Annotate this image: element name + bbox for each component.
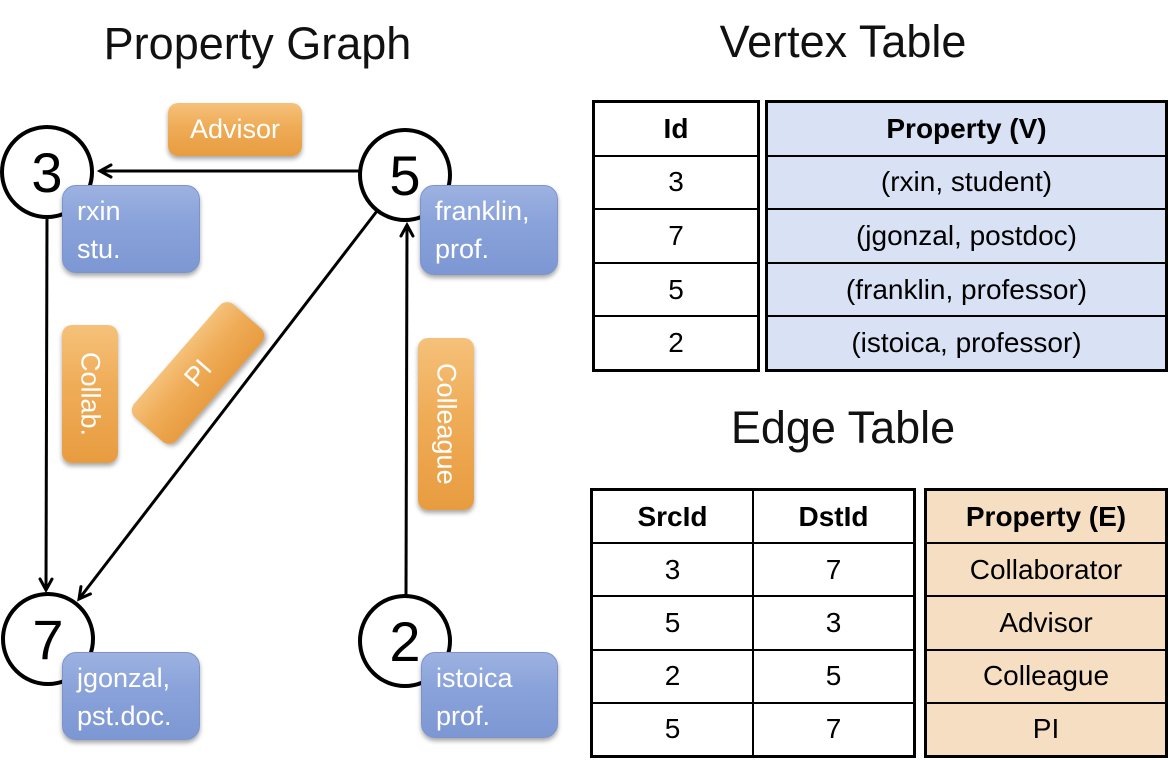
node-2-property-box: istoica prof. <box>421 652 558 738</box>
table-row: 7 <box>595 208 757 262</box>
node-5-id: 5 <box>389 143 421 207</box>
vertex-id-cell: 2 <box>668 327 684 359</box>
node-3-property-box: rxin stu. <box>62 185 200 273</box>
table-row: PI <box>927 701 1165 755</box>
edge-label-colleague-text: Colleague <box>431 363 462 485</box>
edge-table-id-columns: SrcId DstId 3 7 5 3 2 5 5 7 <box>590 488 916 758</box>
node-7-property-line2: pst.doc. <box>77 700 172 731</box>
vertex-table-id-header-row: Id <box>595 103 757 155</box>
node-5-property-line2: prof. <box>435 233 490 264</box>
vertex-table-id-column: Id 3 7 5 2 <box>592 100 760 372</box>
vertex-table-property-header: Property (V) <box>886 112 1047 144</box>
edge-property-cell: Collaborator <box>969 553 1123 585</box>
vertex-id-cell: 3 <box>668 166 684 198</box>
edge-table-src-header: SrcId <box>637 500 708 532</box>
table-row: 2 <box>595 315 757 369</box>
table-row: (rxin, student) <box>768 154 1165 209</box>
vertex-id-cell: 7 <box>668 219 684 251</box>
edge-label-advisor: Advisor <box>168 103 302 156</box>
vertex-property-cell: (istoica, professor) <box>851 327 1082 359</box>
edge-label-advisor-text: Advisor <box>189 114 281 144</box>
node-3-property-line1: rxin <box>77 196 121 226</box>
edge-colleague-line <box>399 221 415 597</box>
edge-src-cell: 3 <box>664 553 681 585</box>
edge-dst-cell: 7 <box>752 544 913 596</box>
vertex-table-id-header: Id <box>663 112 689 144</box>
edge-dst-cell: 5 <box>752 650 913 702</box>
edge-label-pi-text: PI <box>177 353 218 393</box>
edge-dst-cell: 3 <box>752 597 913 649</box>
edge-table-property-header-row: Property (E) <box>927 491 1165 542</box>
node-2-property-line1: istoica <box>436 663 513 693</box>
table-row: (franklin, professor) <box>768 261 1165 316</box>
edge-table-title: Edge Table <box>730 402 956 453</box>
vertex-table-property-header-row: Property (V) <box>768 103 1165 155</box>
node-3-property-line2: stu. <box>77 233 121 264</box>
table-row: 3 <box>595 154 757 209</box>
edge-table-property-header: Property (E) <box>965 500 1127 532</box>
edge-dst-cell: 7 <box>752 703 913 756</box>
edge-label-collab: Collab. <box>62 325 118 463</box>
table-row: Advisor <box>927 595 1165 648</box>
edge-table-property-column: Property (E) Collaborator Advisor Collea… <box>924 488 1168 758</box>
edge-property-cell: Colleague <box>982 660 1110 692</box>
vertex-property-cell: (jgonzal, postdoc) <box>855 219 1077 251</box>
edge-table-dst-header: DstId <box>752 491 913 543</box>
table-row: (jgonzal, postdoc) <box>768 208 1165 262</box>
edge-property-cell: PI <box>1032 713 1060 745</box>
vertex-property-cell: (rxin, student) <box>880 166 1053 198</box>
vertex-table-title: Vertex Table <box>719 16 967 67</box>
vertex-table-property-column: Property (V) (rxin, student) (jgonzal, p… <box>765 100 1168 372</box>
edge-src-cell: 2 <box>664 660 681 692</box>
property-graph-title: Property Graph <box>103 18 412 69</box>
vertex-property-cell: (franklin, professor) <box>845 273 1088 305</box>
node-2-id: 2 <box>389 609 421 673</box>
table-row: 5 <box>595 261 757 316</box>
vertex-id-cell: 5 <box>668 273 684 305</box>
edge-label-colleague: Colleague <box>418 338 474 510</box>
table-row: 5 3 <box>593 595 913 649</box>
table-row: Colleague <box>927 648 1165 702</box>
node-5-property-line1: franklin, <box>435 196 530 226</box>
edge-table-id-header-row: SrcId DstId <box>593 491 913 543</box>
node-5-property-box: franklin, prof. <box>420 185 558 275</box>
table-row: 2 5 <box>593 648 913 702</box>
table-row: Collaborator <box>927 542 1165 595</box>
node-2-property-line2: prof. <box>436 700 491 731</box>
edge-label-collab-text: Collab. <box>75 351 106 437</box>
edge-collaborator-line <box>38 215 54 594</box>
node-3-id: 3 <box>31 140 63 204</box>
table-row: 5 7 <box>593 701 913 756</box>
table-row: 3 7 <box>593 542 913 596</box>
edge-property-cell: Advisor <box>999 607 1093 638</box>
edge-pi-line <box>77 210 379 602</box>
node-7-id: 7 <box>32 607 64 671</box>
node-7-property-box: jgonzal, pst.doc. <box>62 652 200 740</box>
node-7-property-line1: jgonzal, <box>77 663 171 693</box>
table-row: (istoica, professor) <box>768 315 1165 369</box>
edge-src-cell: 5 <box>664 607 681 638</box>
edge-src-cell: 5 <box>664 713 681 745</box>
